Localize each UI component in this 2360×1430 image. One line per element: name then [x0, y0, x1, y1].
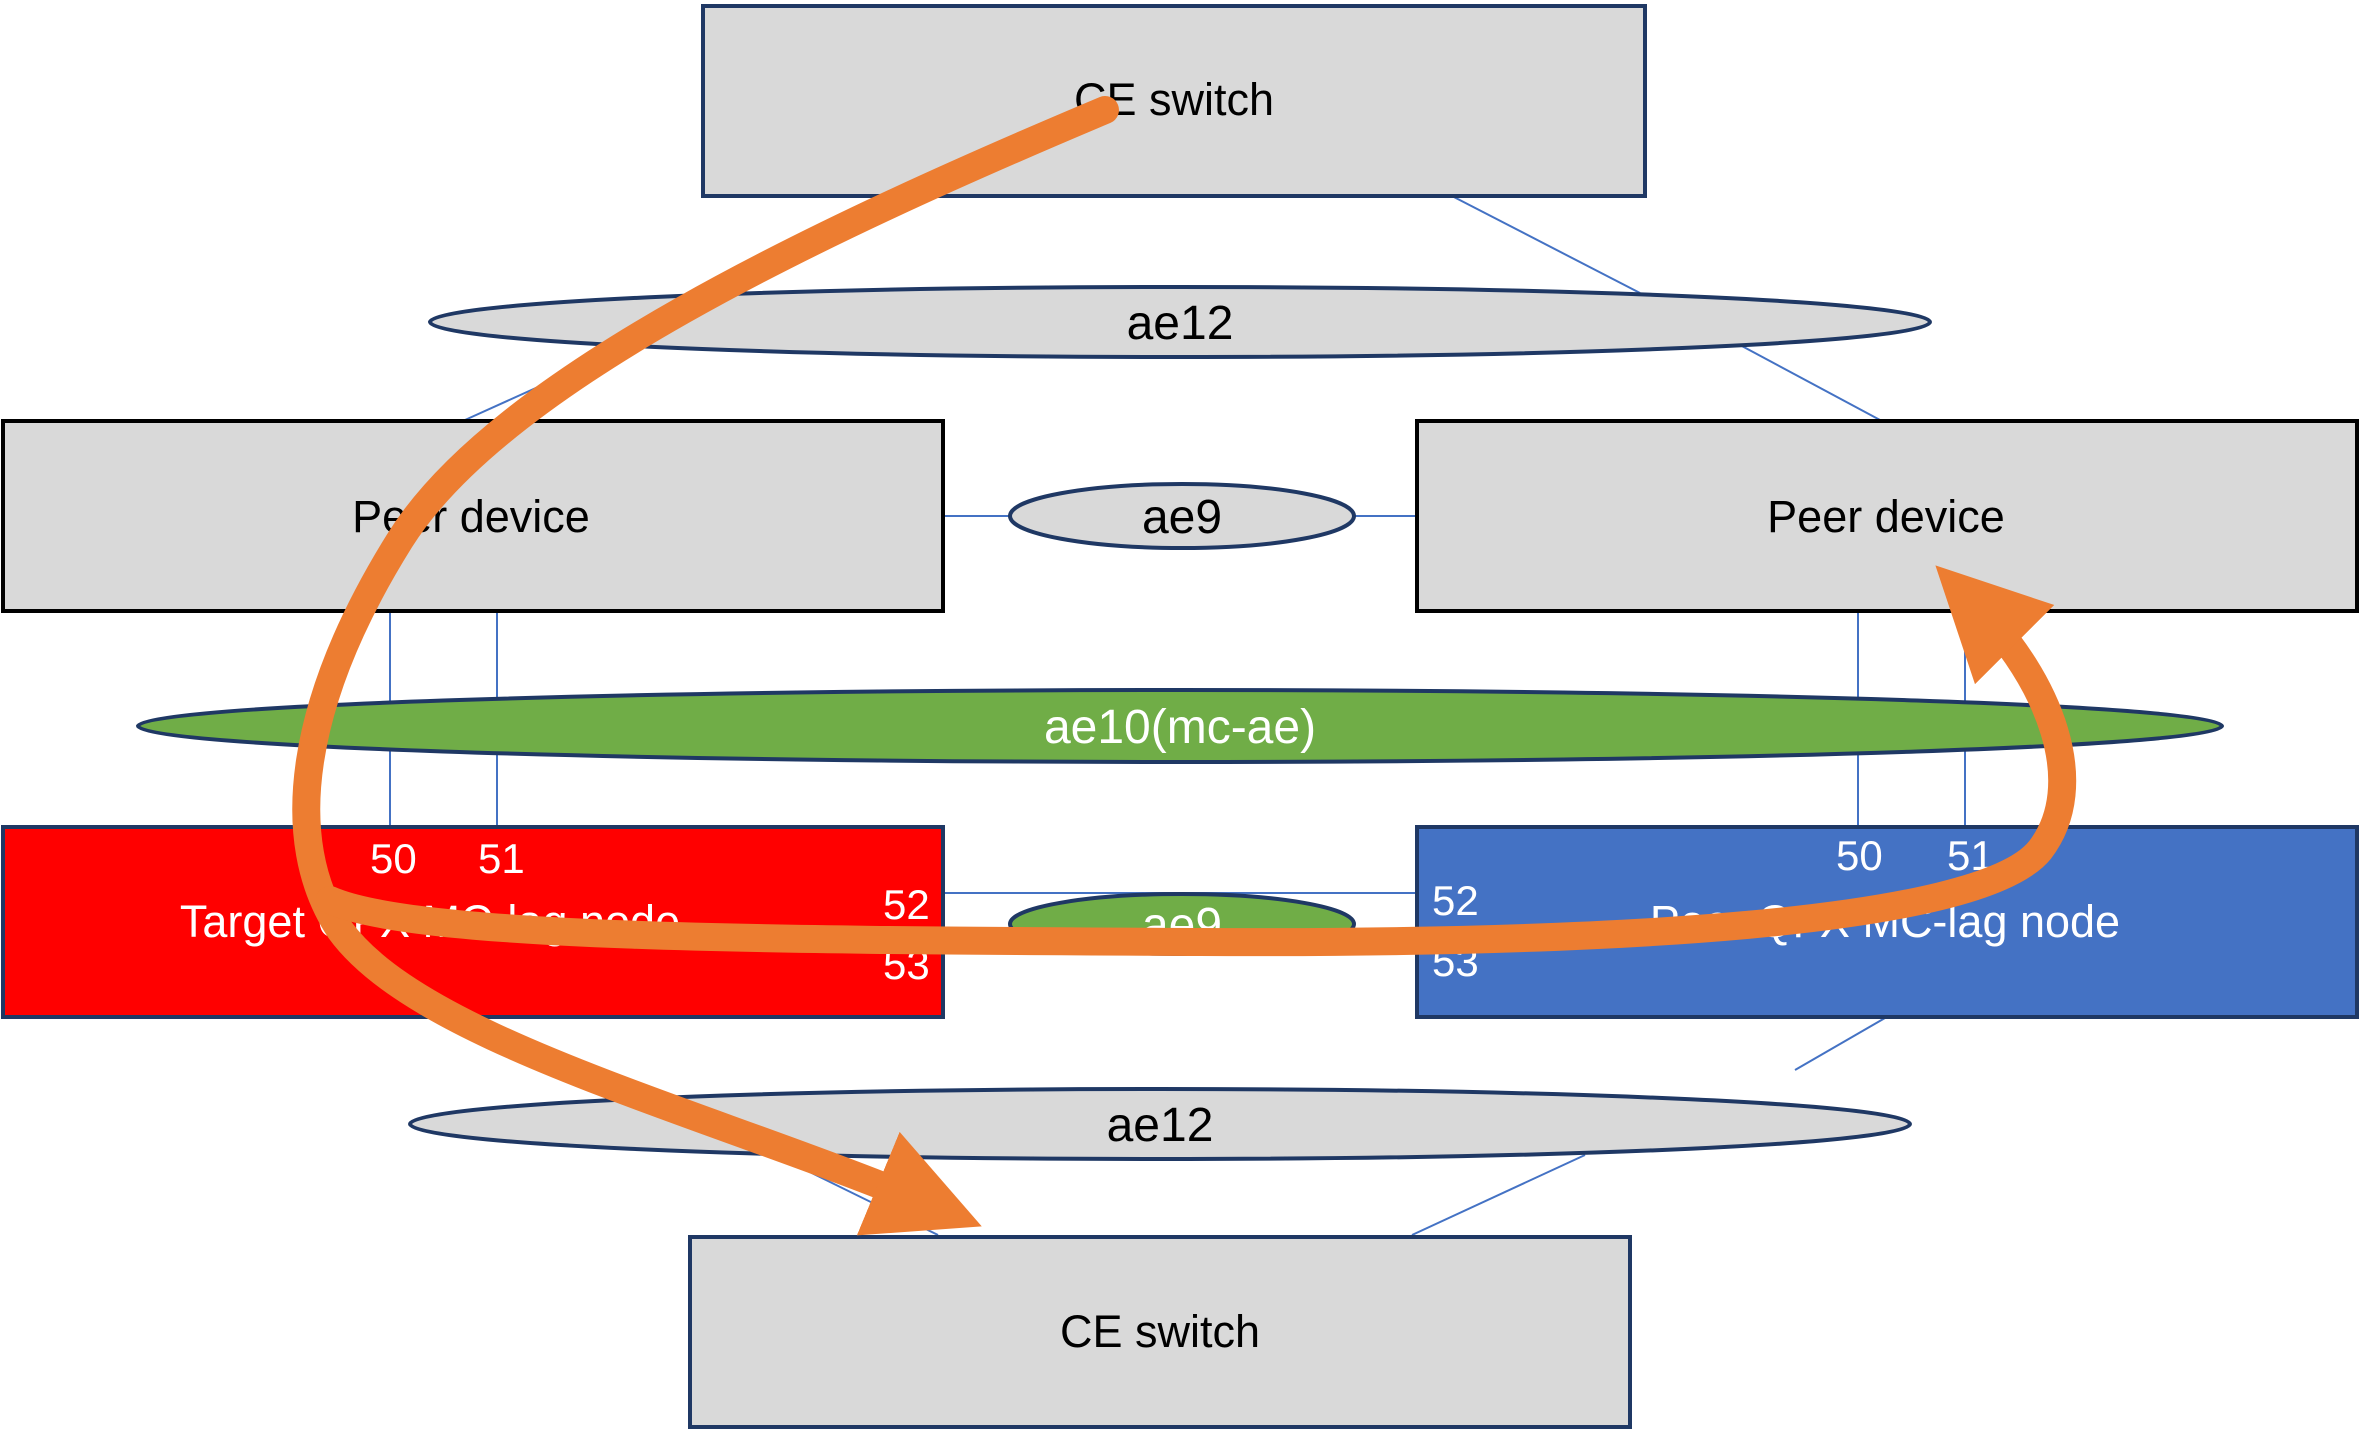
peer-qfx-box — [1415, 825, 2359, 1019]
bundle-ae12-top-oval — [428, 285, 1932, 359]
peer-device-right: Peer device — [1415, 419, 2359, 613]
target-port-52: 52 — [883, 881, 930, 928]
bundle-ae12-bottom-label: ae12 — [1107, 1099, 1214, 1152]
bundle-ae10-mc-ae: ae10(mc-ae) — [136, 688, 2224, 764]
ce-switch-top: CE switch — [701, 4, 1647, 198]
bundle-ae12-top-label: ae12 — [1127, 297, 1234, 350]
link-ae12-bottom-right-to-ce — [1411, 1154, 1586, 1236]
link-ae12-right-to-peer-right — [1739, 344, 1881, 421]
peer-device-right-label: Peer device — [1767, 491, 2005, 542]
ce-switch-bottom-box — [688, 1235, 1632, 1429]
bundle-ae12-top: ae12 — [428, 285, 1932, 359]
ce-switch-top-box — [701, 4, 1647, 198]
target-port-50: 50 — [370, 835, 417, 882]
link-ce-top-to-ae12-right — [1449, 194, 1641, 294]
bundle-ae9-top: ae9 — [1008, 482, 1356, 550]
peer-qfx-node: Peer QFX MC-lag node 50 51 52 53 — [1415, 825, 2359, 1019]
peer-port-50: 50 — [1836, 832, 1883, 879]
bundle-ae9-top-label: ae9 — [1142, 491, 1222, 544]
flow-arrow-to-ce-bottom — [292, 96, 1119, 1236]
traffic-flow-arrows — [292, 96, 2077, 1236]
peer-device-right-box — [1415, 419, 2359, 613]
peer-port-52: 52 — [1432, 877, 1479, 924]
bundle-ae10-oval — [136, 688, 2224, 764]
bundle-ae10-label: ae10(mc-ae) — [1044, 701, 1316, 754]
bundle-ae9-top-oval — [1008, 482, 1356, 550]
link-peer-qfx-to-ae12-bottom — [1794, 1017, 1886, 1071]
ce-switch-bottom-label: CE switch — [1060, 1306, 1260, 1357]
target-port-51: 51 — [478, 835, 525, 882]
ce-switch-bottom: CE switch — [688, 1235, 1632, 1429]
flow-arrow-to-peer-right — [316, 565, 2077, 957]
